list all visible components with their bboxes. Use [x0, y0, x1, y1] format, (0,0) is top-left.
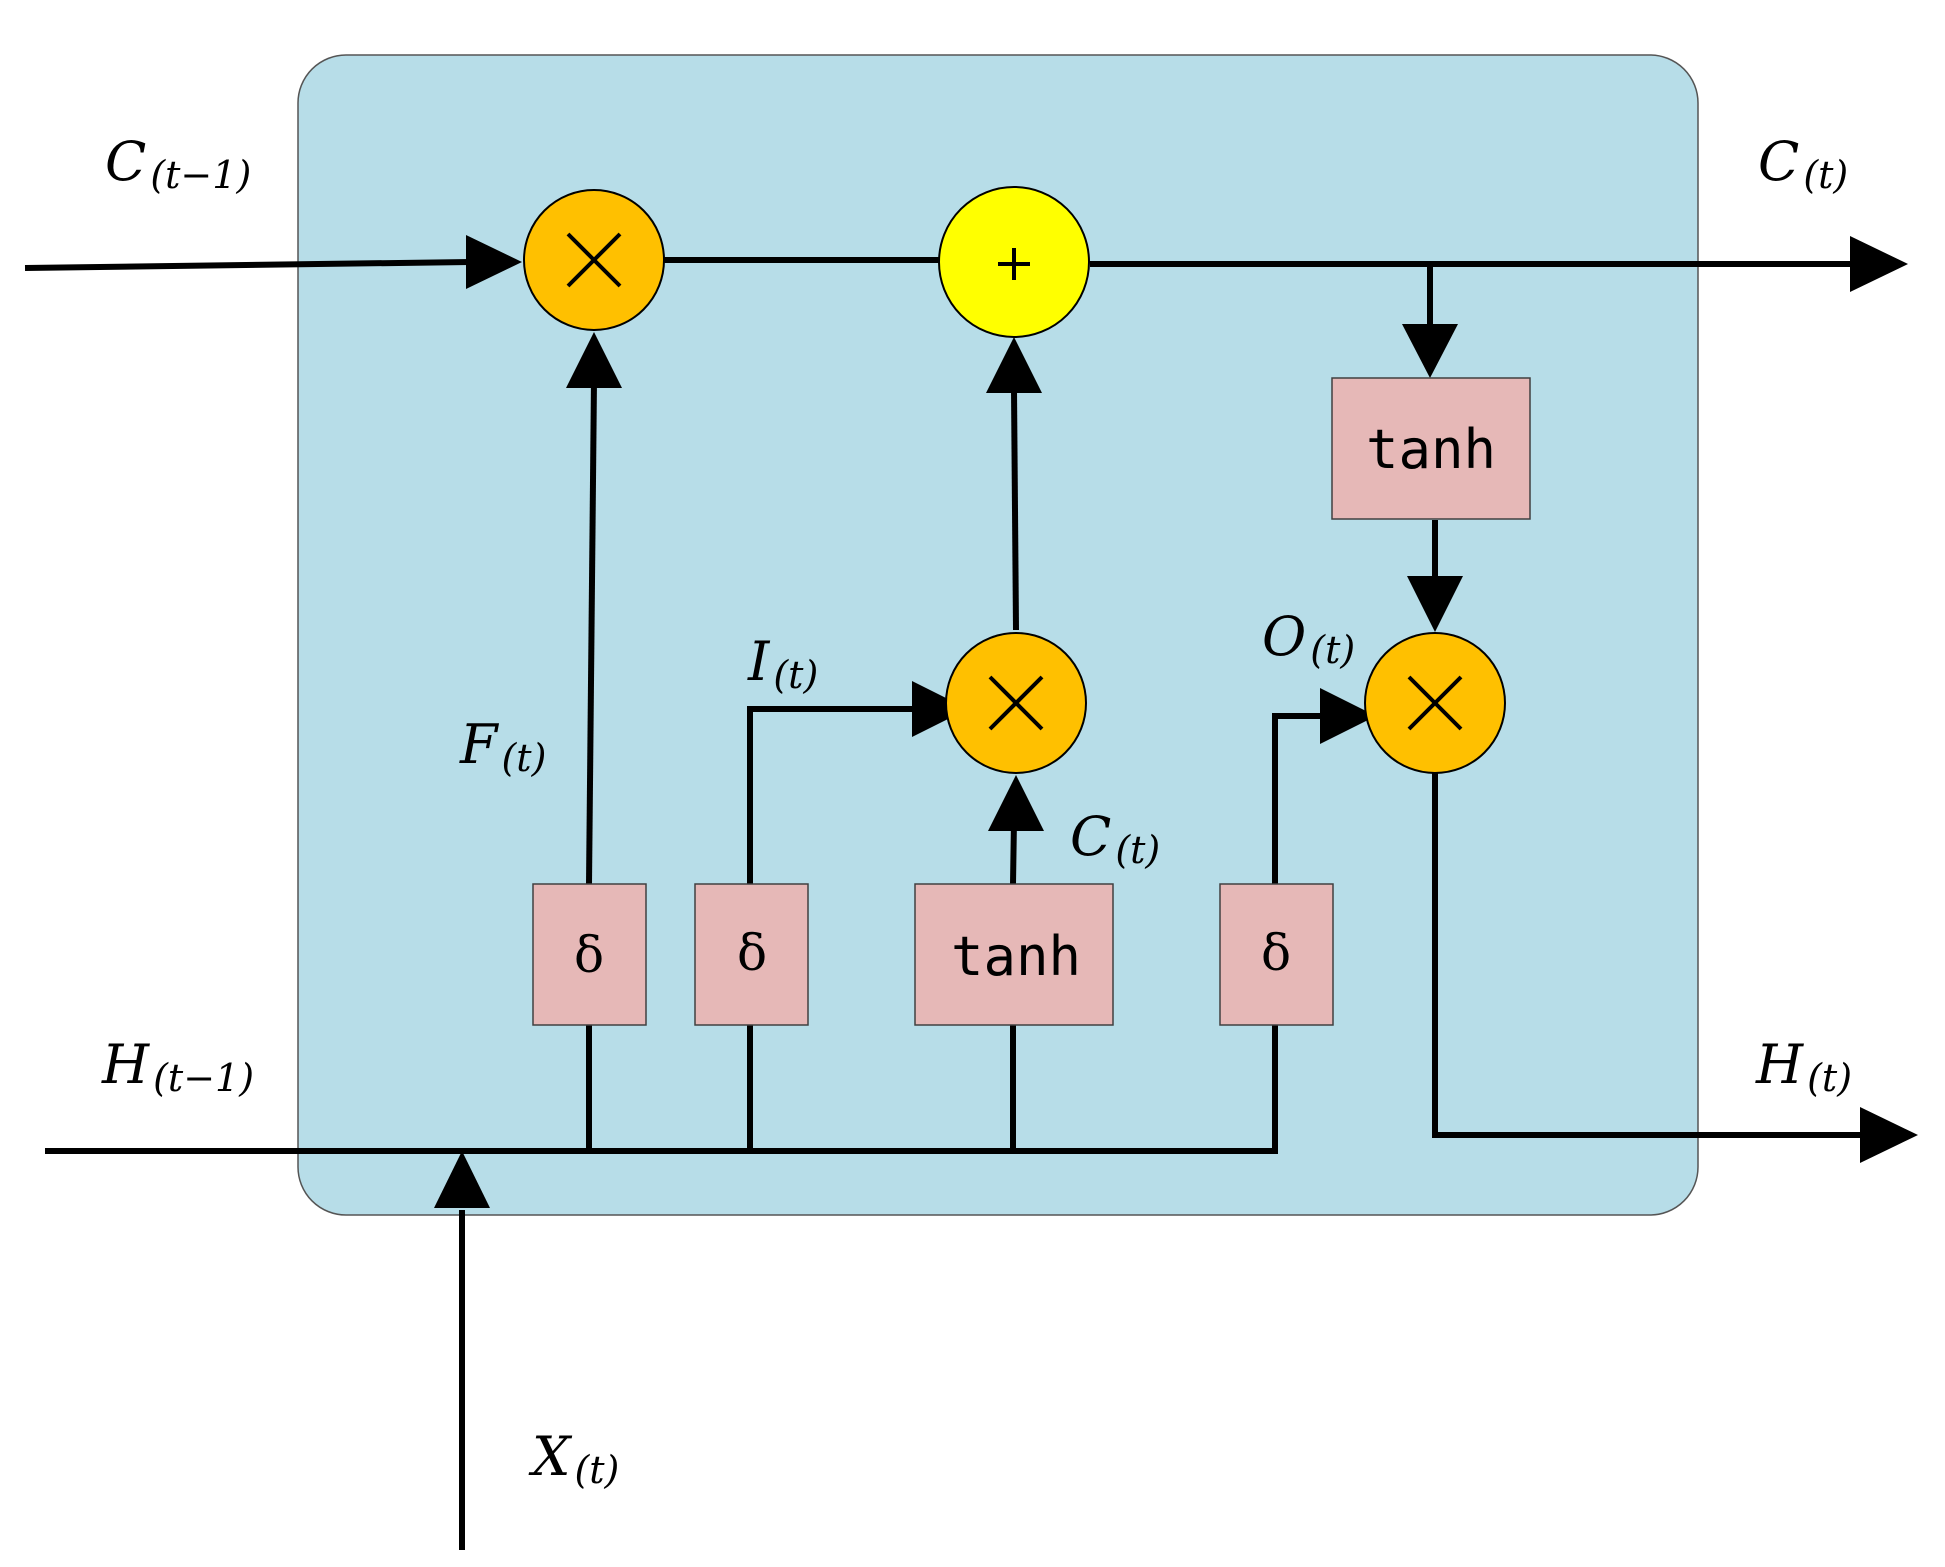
- arrowhead-add-up: [986, 337, 1042, 393]
- c-out-label: C(t): [1758, 130, 1848, 197]
- c-prev-label: C(t−1): [105, 130, 251, 197]
- cell-tanh-label: tanh: [1366, 418, 1496, 481]
- output-gate-box: δ: [1219, 883, 1334, 1026]
- input-gate-box: δ: [694, 883, 809, 1026]
- input-gate-output-label: I(t): [747, 630, 818, 697]
- multiply-icon: [566, 232, 622, 288]
- arrowhead-into-forget-mult: [466, 235, 522, 289]
- h-out-label: H(t): [1755, 1033, 1852, 1100]
- cell-add-node: [938, 186, 1090, 338]
- candidate-tanh-box: tanh: [914, 883, 1114, 1026]
- arrowhead-candidate-up: [988, 775, 1044, 831]
- arrowhead-c-out: [1850, 236, 1908, 292]
- input-multiply-node: [945, 632, 1087, 774]
- forget-gate-box: δ: [532, 883, 647, 1026]
- arrowhead-output-right: [1320, 688, 1376, 744]
- forget-gate-output-label: F(t): [459, 713, 546, 780]
- input-to-add-line: [1011, 389, 1019, 631]
- cell-state-input-line: [24, 259, 471, 271]
- input-gate-label: δ: [737, 924, 767, 982]
- hidden-output-line: [1432, 772, 1865, 1138]
- candidate-tanh-label: tanh: [951, 925, 1081, 988]
- output-gate-label: δ: [1261, 924, 1291, 982]
- multiply-icon: [988, 675, 1044, 731]
- cell-tanh-box: tanh: [1331, 377, 1531, 520]
- input-gate-line: [747, 706, 920, 884]
- plus-icon: [998, 248, 1030, 280]
- arrowhead-forget-up: [566, 332, 622, 388]
- arrowhead-x-in: [434, 1151, 490, 1208]
- arrowhead-into-output-mult: [1407, 576, 1463, 632]
- multiply-icon: [1407, 675, 1463, 731]
- output-multiply-node: [1364, 632, 1506, 774]
- arrowhead-into-cell-tanh: [1402, 324, 1458, 378]
- x-input-label: X(t): [528, 1425, 619, 1492]
- arrowhead-h-out: [1860, 1107, 1918, 1163]
- candidate-output-label: C(t): [1070, 805, 1160, 872]
- output-gate-output-label: O(t): [1262, 605, 1355, 672]
- output-gate-line: [1272, 713, 1330, 884]
- h-prev-label: H(t−1): [101, 1033, 254, 1100]
- forget-gate-label: δ: [574, 926, 604, 984]
- forget-multiply-node: [523, 189, 665, 331]
- arrowhead-input-right: [912, 681, 968, 737]
- forget-gate-line: [586, 379, 597, 885]
